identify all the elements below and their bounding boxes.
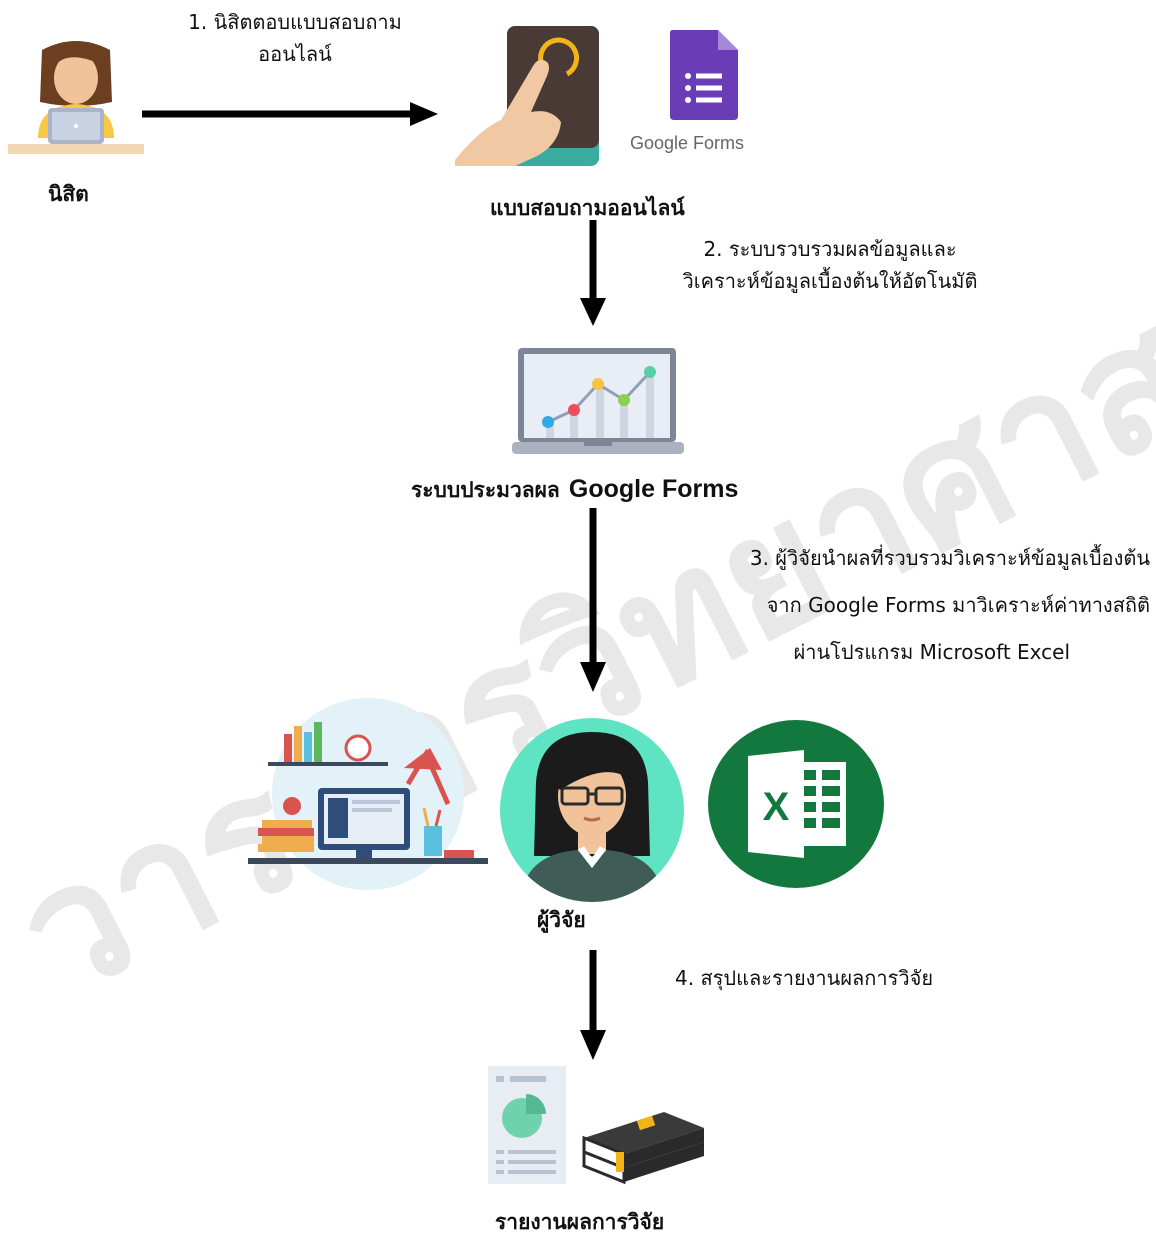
arrow-researcher-to-report: [580, 950, 606, 1060]
step-2-line-2: วิเคราะห์ข้อมูลเบื้องต้นให้อัตโนมัติ: [682, 269, 978, 293]
step-3-text: 3. ผู้วิจัยนำผลที่รวบรวมวิเคราะห์ข้อมูลเ…: [640, 535, 1150, 676]
step-2-line-1: 2. ระบบรวบรวมผลข้อมูลและ: [703, 237, 957, 261]
step-1-line-2: ออนไลน์: [258, 42, 332, 66]
laptop-chart-icon: [512, 348, 684, 456]
researcher-label: ผู้วิจัย: [537, 908, 586, 932]
tablet-touch-icon: [455, 26, 605, 166]
google-forms-logo-text: Google Forms: [630, 133, 745, 153]
step-3-line-2: จาก Google Forms มาวิเคราะห์ค่าทางสถิติ: [766, 593, 1150, 617]
processing-label-prefix: ระบบประมวลผล: [411, 478, 560, 502]
report-books-icon: [488, 1066, 708, 1186]
researcher-avatar-icon: [500, 718, 684, 902]
step-3-line-3: ผ่านโปรแกรม Microsoft Excel: [793, 640, 1070, 664]
step-2-text: 2. ระบบรวบรวมผลข้อมูลและ วิเคราะห์ข้อมูล…: [640, 233, 1020, 297]
student-label: นิสิต: [48, 182, 89, 206]
step-4-text: 4. สรุปและรายงานผลการวิจัย: [675, 962, 933, 994]
excel-icon: X: [708, 720, 884, 888]
processing-label: ระบบประมวลผล Google Forms: [411, 474, 738, 507]
svg-text:X: X: [763, 785, 790, 829]
arrow-student-to-form: [142, 102, 438, 126]
desk-workspace-icon: [248, 694, 488, 894]
step-1-line-1: 1. นิสิตตอบแบบสอบถาม: [188, 10, 402, 34]
processing-label-suffix: Google Forms: [568, 475, 739, 503]
report-label: รายงานผลการวิจัย: [495, 1210, 665, 1234]
google-forms-icon: [668, 30, 740, 120]
arrow-processing-to-researcher: [580, 508, 606, 692]
arrow-form-to-processing: [580, 220, 606, 326]
online-form-label: แบบสอบถามออนไลน์: [490, 196, 685, 220]
step-3-line-1: 3. ผู้วิจัยนำผลที่รวบรวมวิเคราะห์ข้อมูลเ…: [749, 546, 1150, 570]
step-4-line-1: 4. สรุปและรายงานผลการวิจัย: [675, 966, 934, 990]
step-1-text: 1. นิสิตตอบแบบสอบถาม ออนไลน์: [160, 6, 430, 70]
student-icon: [8, 40, 144, 158]
